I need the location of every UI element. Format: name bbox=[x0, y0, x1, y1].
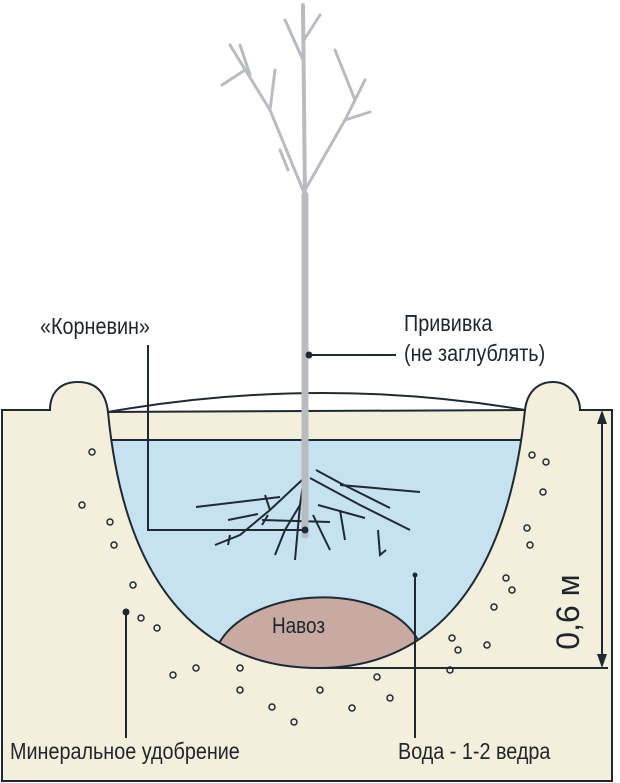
granule bbox=[542, 458, 550, 466]
granule bbox=[348, 704, 356, 712]
label-manure: Навоз bbox=[272, 613, 326, 638]
granule bbox=[523, 524, 531, 532]
label-depth: 0,6 м bbox=[550, 574, 586, 650]
granule bbox=[490, 603, 498, 611]
arrow-up-icon bbox=[597, 410, 607, 424]
granule bbox=[78, 501, 86, 509]
granule bbox=[129, 581, 137, 589]
granule bbox=[539, 488, 547, 496]
arrow-down-icon bbox=[597, 654, 607, 668]
granule bbox=[88, 448, 96, 456]
label-grafting-line1: Прививка bbox=[404, 310, 493, 336]
granule bbox=[110, 541, 118, 549]
granule bbox=[137, 614, 145, 622]
granule bbox=[236, 686, 244, 694]
granule bbox=[268, 703, 276, 711]
markers bbox=[122, 351, 607, 668]
granule bbox=[386, 694, 394, 702]
granule bbox=[373, 673, 381, 681]
granule bbox=[153, 624, 161, 632]
label-grafting-line2: (не заглублять) bbox=[404, 340, 546, 366]
granule bbox=[448, 634, 456, 642]
granule bbox=[454, 646, 462, 654]
granule bbox=[528, 451, 536, 459]
granule bbox=[483, 641, 491, 649]
label-kornevin: «Корневин» bbox=[40, 313, 150, 339]
leader-lines bbox=[125, 345, 608, 738]
roots bbox=[195, 469, 421, 561]
granule bbox=[169, 671, 177, 679]
granule bbox=[236, 664, 244, 672]
soil-surface bbox=[107, 391, 526, 413]
granule bbox=[502, 574, 510, 582]
granule bbox=[290, 718, 298, 726]
granule bbox=[106, 518, 114, 526]
granule bbox=[192, 664, 200, 672]
granule bbox=[526, 541, 534, 549]
granule bbox=[316, 686, 324, 694]
granule bbox=[508, 586, 516, 594]
fertilizer-granules bbox=[78, 448, 550, 726]
seedling bbox=[220, 3, 372, 539]
label-mineral-fertilizer: Минеральное удобрение bbox=[10, 738, 240, 764]
label-water: Вода - 1-2 ведра bbox=[398, 738, 551, 764]
